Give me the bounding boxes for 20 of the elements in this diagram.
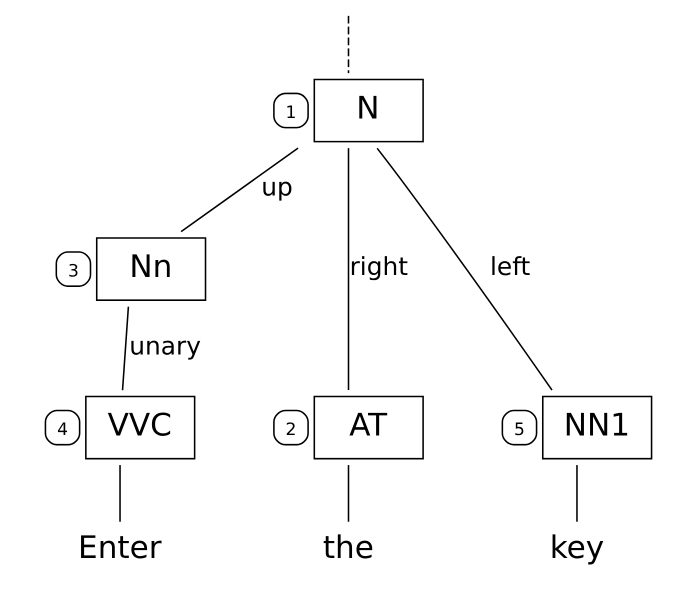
connector xyxy=(118,465,120,522)
node-text: key xyxy=(549,530,604,566)
connector xyxy=(376,148,552,391)
connector xyxy=(576,465,578,522)
connector xyxy=(121,306,129,390)
node-label: 1 xyxy=(285,103,296,124)
edge-label: left xyxy=(490,252,530,281)
node-label: 4 xyxy=(56,420,68,440)
edge-label: unary xyxy=(128,331,200,360)
edge-label: up xyxy=(260,172,292,202)
connector xyxy=(180,148,298,232)
node-label: 3 xyxy=(67,262,78,282)
connector xyxy=(347,148,349,390)
node-text: the xyxy=(322,530,374,566)
node-label: 2 xyxy=(285,420,296,440)
node-label: 5 xyxy=(514,420,524,440)
edge-label: right xyxy=(349,252,408,281)
node-text: Enter xyxy=(78,530,161,566)
connector xyxy=(347,465,349,522)
connector xyxy=(347,16,349,74)
